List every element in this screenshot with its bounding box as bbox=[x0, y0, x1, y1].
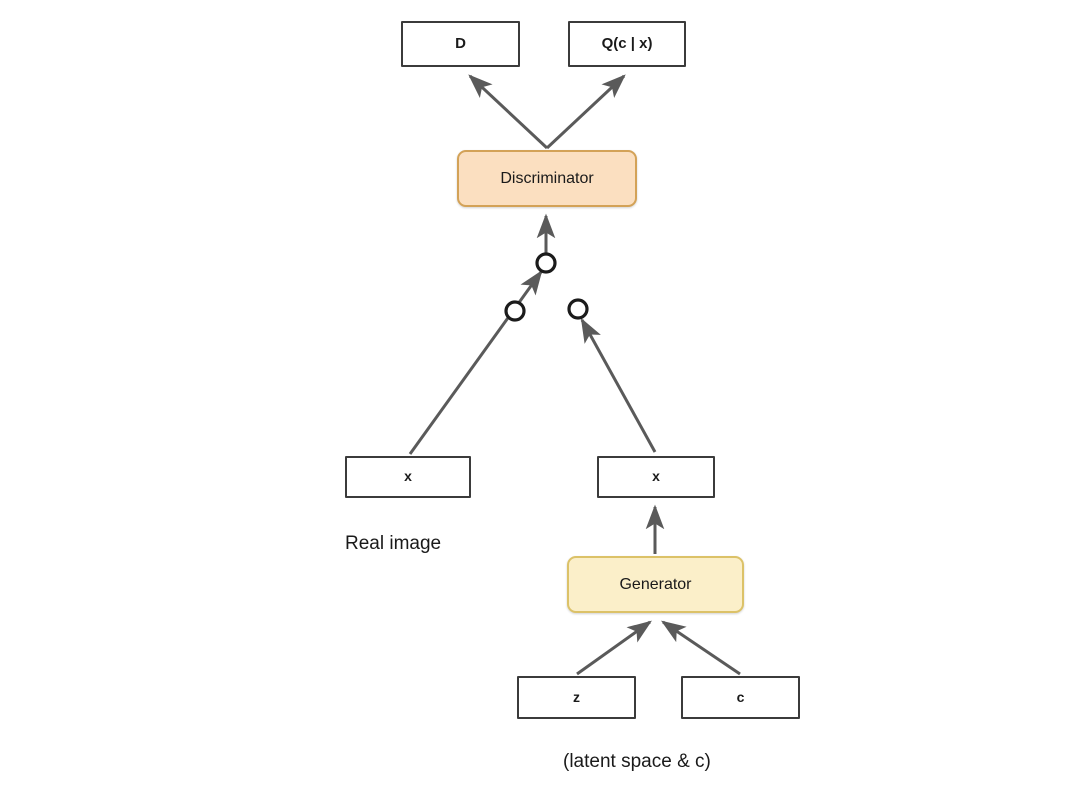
edge-fake-x-to-junction bbox=[580, 317, 657, 453]
caption-latent-space: (latent space & c) bbox=[563, 751, 711, 772]
junction-left-marker bbox=[504, 300, 526, 322]
caption-real-image: Real image bbox=[345, 533, 442, 554]
node-c-input-label: c bbox=[736, 688, 745, 705]
node-q-output[interactable]: Q(c | x) bbox=[568, 21, 686, 67]
node-discriminator[interactable]: Discriminator bbox=[457, 150, 637, 207]
edge-real-x-to-junction bbox=[408, 270, 543, 455]
node-real-x-label: x bbox=[404, 468, 412, 485]
junction-marker-layer bbox=[504, 252, 589, 322]
node-real-x[interactable]: x bbox=[345, 456, 471, 498]
junction-upper-marker bbox=[535, 252, 557, 274]
edge-discriminator-to-q bbox=[545, 74, 626, 150]
node-generator-label: Generator bbox=[619, 575, 692, 593]
node-d-output[interactable]: D bbox=[401, 21, 520, 67]
junction-right-marker bbox=[567, 298, 589, 320]
edge-z-to-generator bbox=[576, 620, 652, 676]
node-generator[interactable]: Generator bbox=[567, 556, 744, 613]
node-z-input[interactable]: z bbox=[517, 676, 636, 719]
node-z-input-label: z bbox=[573, 688, 580, 705]
node-fake-x-label: x bbox=[652, 468, 660, 485]
node-fake-x[interactable]: x bbox=[597, 456, 715, 498]
node-d-output-label: D bbox=[455, 34, 466, 52]
node-c-input[interactable]: c bbox=[681, 676, 800, 719]
edge-c-to-generator bbox=[661, 620, 741, 676]
node-discriminator-label: Discriminator bbox=[500, 169, 594, 187]
edge-discriminator-to-d bbox=[468, 74, 549, 150]
node-q-output-label: Q(c | x) bbox=[601, 34, 653, 52]
